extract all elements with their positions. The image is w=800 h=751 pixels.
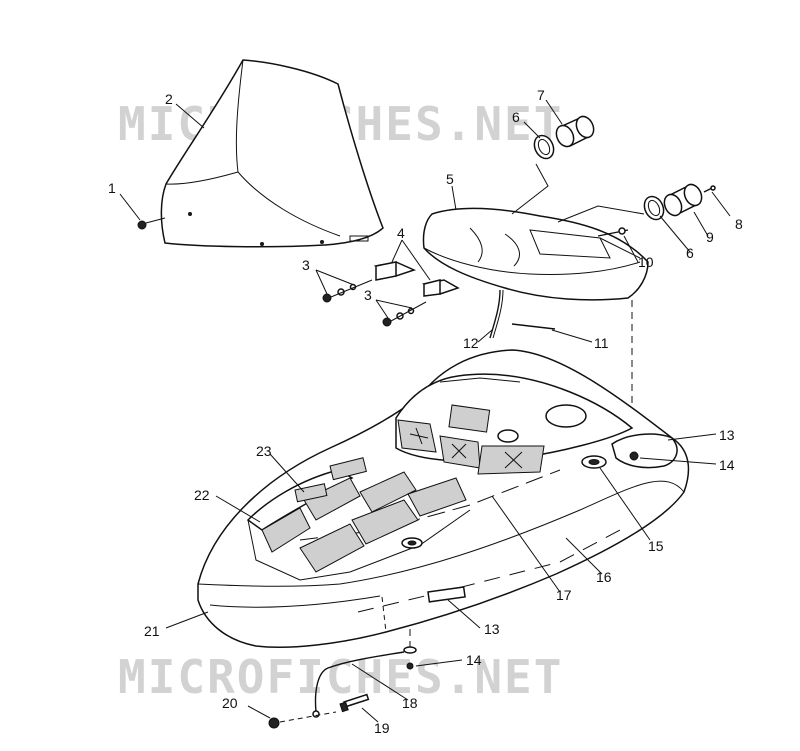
callout-13-lower: 13	[484, 621, 500, 637]
callout-3-lower: 3	[364, 287, 372, 303]
callout-15: 15	[648, 538, 664, 554]
callout-23: 23	[256, 443, 272, 459]
gauge-ring-part-6-upper[interactable]	[531, 132, 557, 161]
bolt-part-19[interactable]	[339, 693, 370, 713]
screw-part-14-lower[interactable]	[403, 646, 417, 670]
assembly-line-fastener	[279, 711, 337, 723]
fasteners-part-3-upper[interactable]	[322, 279, 373, 303]
leader-lines	[119, 99, 731, 723]
callout-6-upper: 6	[512, 109, 520, 125]
callout-12: 12	[463, 335, 479, 351]
nut-part-20[interactable]	[268, 717, 280, 729]
grommet-part-15[interactable]	[581, 455, 607, 469]
callout-7: 7	[537, 87, 545, 103]
cable-part-11[interactable]	[511, 323, 556, 330]
bulb-part-10[interactable]	[597, 227, 629, 237]
callout-6-right: 6	[686, 245, 694, 261]
callout-16: 16	[596, 569, 612, 585]
callout-10: 10	[638, 254, 654, 270]
bracket-part-4-lower[interactable]	[422, 279, 460, 297]
gauge-lead-line-right	[557, 205, 645, 223]
callout-1: 1	[108, 180, 116, 196]
callout-14-right: 14	[719, 457, 735, 473]
callout-8: 8	[735, 216, 743, 232]
screw-part-1[interactable]	[137, 217, 166, 230]
decal-panel-right	[477, 445, 545, 475]
callout-2: 2	[165, 91, 173, 107]
callout-22: 22	[194, 487, 210, 503]
windshield[interactable]	[160, 59, 384, 248]
wire-harness-part-12[interactable]	[489, 289, 504, 339]
callout-4: 4	[397, 225, 405, 241]
callout-20: 20	[222, 695, 238, 711]
console-part-5[interactable]	[422, 207, 649, 301]
gauge-ring-part-6-right[interactable]	[641, 193, 667, 222]
callout-19: 19	[374, 720, 390, 736]
gauge-lead-line-upper	[511, 163, 549, 215]
side-panel-part-13-right[interactable]	[611, 433, 678, 469]
callout-3-upper: 3	[302, 257, 310, 273]
decal-panel-left	[397, 419, 437, 453]
callout-5: 5	[446, 171, 454, 187]
bracket-part-4-upper[interactable]	[373, 261, 417, 281]
fasteners-part-3-lower[interactable]	[382, 301, 427, 327]
gauge-part-9[interactable]	[661, 182, 705, 219]
screw-part-8[interactable]	[703, 185, 716, 193]
callout-21: 21	[144, 623, 160, 639]
callout-11: 11	[594, 335, 609, 351]
callout-9: 9	[706, 229, 714, 245]
callout-18: 18	[402, 695, 418, 711]
gauge-part-7[interactable]	[553, 114, 597, 150]
callout-14-lower: 14	[466, 652, 482, 668]
callout-17: 17	[556, 587, 572, 603]
cable-part-18[interactable]	[312, 651, 405, 718]
louver-panel-part-23[interactable]	[294, 457, 367, 503]
side-panel-part-13-lower[interactable]	[427, 586, 466, 603]
callout-labels: 1 2 3 3 4 5 6 6 7 8 9 10 11 12 13 13 14 …	[108, 87, 743, 736]
callout-13-right: 13	[719, 427, 735, 443]
watermark-bottom: MICROFICHES.NET	[118, 650, 563, 704]
hood-plug[interactable]	[401, 537, 423, 549]
